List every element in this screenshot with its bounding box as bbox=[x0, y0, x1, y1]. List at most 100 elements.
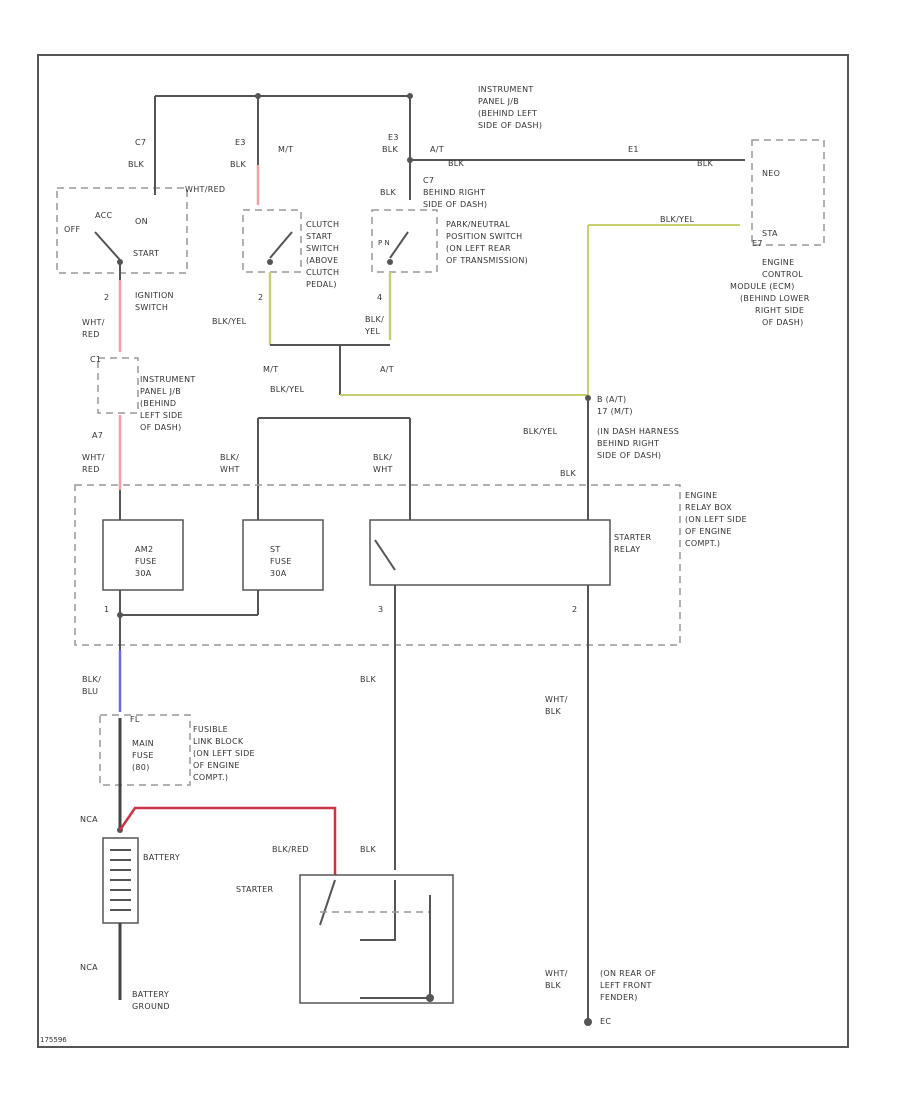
blk-mid-label: BLK bbox=[360, 675, 377, 684]
blk-wht-a-label: BLK/ bbox=[220, 453, 239, 462]
clutch-switch-label-6: PEDAL) bbox=[306, 280, 337, 289]
svg-text:INSTRUMENT: INSTRUMENT bbox=[478, 85, 534, 94]
ign-on-label: ON bbox=[135, 217, 148, 226]
ecm-box bbox=[751, 139, 825, 246]
battery-ground-label: BATTERY bbox=[132, 990, 169, 999]
am2-fuse-label-3: 30A bbox=[135, 569, 152, 578]
clutch-switch-label-5: CLUTCH bbox=[306, 268, 339, 277]
wht-red-top-label: WHT/RED bbox=[185, 185, 225, 194]
ign-start-label: START bbox=[133, 249, 159, 258]
blk-wht-b-label: BLK/ bbox=[373, 453, 392, 462]
pn-switch-label-3: (ON LEFT REAR bbox=[446, 244, 511, 253]
park-neutral-switch bbox=[371, 209, 438, 340]
am2-fuse-label: AM2 bbox=[135, 545, 153, 554]
ipjb-left-label-2: PANEL J/B bbox=[140, 387, 181, 396]
wht-blk-label-2: BLK bbox=[545, 707, 562, 716]
ipjb-left-label-5: OF DASH) bbox=[140, 423, 182, 432]
clutch-switch-label: CLUTCH bbox=[306, 220, 339, 229]
blk-starter-label: BLK bbox=[360, 845, 377, 854]
ipjb-left-label-4: LEFT SIDE bbox=[140, 411, 183, 420]
pin-2c-label: 2 bbox=[572, 605, 577, 614]
pin-2a-label: 2 bbox=[104, 293, 109, 302]
e1-connector-label: E1 bbox=[628, 145, 639, 154]
a7-connector-label: A7 bbox=[92, 431, 103, 440]
ground-note-label: (ON REAR OF bbox=[600, 969, 656, 978]
diagram-border bbox=[37, 54, 849, 1048]
nca-bottom-label: NCA bbox=[80, 963, 98, 972]
e3-connector-label: E3 bbox=[235, 138, 246, 147]
blk-blu-label: BLK/ bbox=[82, 675, 101, 684]
clutch-switch-label-2: START bbox=[306, 232, 332, 241]
relay-box-inputs bbox=[257, 417, 411, 490]
behind-right-label-2: SIDE OF DASH) bbox=[423, 200, 487, 209]
pin-1-label: 1 bbox=[104, 605, 109, 614]
ecm-label-6: OF DASH) bbox=[762, 318, 804, 327]
blk-yel-clutch-label: BLK/YEL bbox=[212, 317, 247, 326]
top-bus-wiring bbox=[154, 93, 745, 200]
blk-label-ign: BLK bbox=[128, 160, 145, 169]
ecm-e7-label: E7 bbox=[752, 239, 763, 248]
junction-mt-label: 17 (M/T) bbox=[597, 407, 633, 416]
pin-3-label: 3 bbox=[378, 605, 383, 614]
blk-yel-mid-label: BLK/YEL bbox=[270, 385, 305, 394]
figure-id-label: 175596 bbox=[40, 1036, 67, 1044]
blk-yel-right-label: BLK/YEL bbox=[523, 427, 558, 436]
blk-yel-ecm-label: BLK/YEL bbox=[660, 215, 695, 224]
fusible-link-label-3: (ON LEFT SIDE bbox=[193, 749, 255, 758]
pn-switch-label-2: POSITION SWITCH bbox=[446, 232, 523, 241]
ecm-neo-label: NEO bbox=[762, 169, 780, 178]
junction-at-label: B (A/T) bbox=[597, 395, 626, 404]
ecm-sta-label: STA bbox=[762, 229, 778, 238]
wht-red-left-label: WHT/ bbox=[82, 318, 105, 327]
wht-blk-bottom-label: WHT/ bbox=[545, 969, 568, 978]
battery bbox=[102, 806, 337, 1000]
ipjb-left-label: INSTRUMENT bbox=[140, 375, 196, 384]
starter-relay-label: STARTER bbox=[614, 533, 652, 542]
clutch-switch-label-3: SWITCH bbox=[306, 244, 339, 253]
fusible-link-label-2: LINK BLOCK bbox=[193, 737, 244, 746]
blk-yel-pn-label: BLK/ bbox=[365, 315, 384, 324]
st-fuse-label: ST bbox=[270, 545, 281, 554]
starter-label: STARTER bbox=[236, 885, 274, 894]
blk-label-pn-2: BLK bbox=[380, 188, 397, 197]
fusible-link-label-5: COMPT.) bbox=[193, 773, 228, 782]
ign-acc-label: ACC bbox=[95, 211, 113, 220]
c7-connector-label: C7 bbox=[135, 138, 146, 147]
ecm-label-3: MODULE (ECM) bbox=[730, 282, 795, 291]
engine-relay-box bbox=[74, 484, 681, 1020]
ground-note-label-3: FENDER) bbox=[600, 993, 638, 1002]
engine-relay-box-label-4: OF ENGINE bbox=[685, 527, 732, 536]
blk-wht-a-label-2: WHT bbox=[220, 465, 240, 474]
blk-blu-label-2: BLU bbox=[82, 687, 98, 696]
am2-fuse-label-2: FUSE bbox=[135, 557, 157, 566]
ipjb-top-label-2: PANEL J/B bbox=[478, 97, 519, 106]
ipjb-left-label-3: (BEHIND bbox=[140, 399, 176, 408]
ign-off-label: OFF bbox=[64, 225, 80, 234]
main-fuse-label-2: FUSE bbox=[132, 751, 154, 760]
ecm-label-5: RIGHT SIDE bbox=[755, 306, 804, 315]
battery-ground-label-2: GROUND bbox=[132, 1002, 170, 1011]
wht-red-mid-label-2: RED bbox=[82, 465, 100, 474]
ipjb-top-label: INSTRUMENT bbox=[478, 85, 534, 94]
dash-harness-label: (IN DASH HARNESS bbox=[597, 427, 679, 436]
fl-tag-label: FL bbox=[130, 715, 140, 724]
wht-blk-bottom-label-2: BLK bbox=[545, 981, 562, 990]
behind-right-label: BEHIND RIGHT bbox=[423, 188, 485, 197]
ign-switch-label: IGNITION bbox=[135, 291, 174, 300]
blk-label-ecm-wire-2: BLK bbox=[697, 159, 714, 168]
wht-red-mid-label: WHT/ bbox=[82, 453, 105, 462]
clutch-start-switch bbox=[242, 165, 302, 345]
ground-note-label-4: EC bbox=[600, 1017, 611, 1026]
st-fuse-label-3: 30A bbox=[270, 569, 287, 578]
at-label-low: A/T bbox=[380, 365, 394, 374]
blk-label-clutch: BLK bbox=[230, 160, 247, 169]
fusible-link-label: FUSIBLE bbox=[193, 725, 228, 734]
body-ground bbox=[584, 1018, 592, 1026]
pin-2b-label: 2 bbox=[258, 293, 263, 302]
clutch-switch-label-4: (ABOVE bbox=[306, 256, 338, 265]
at-mt-junction bbox=[270, 224, 740, 490]
battery-label: BATTERY bbox=[143, 853, 180, 862]
ign-switch-label-2: SWITCH bbox=[135, 303, 168, 312]
dash-harness-label-3: SIDE OF DASH) bbox=[597, 451, 661, 460]
